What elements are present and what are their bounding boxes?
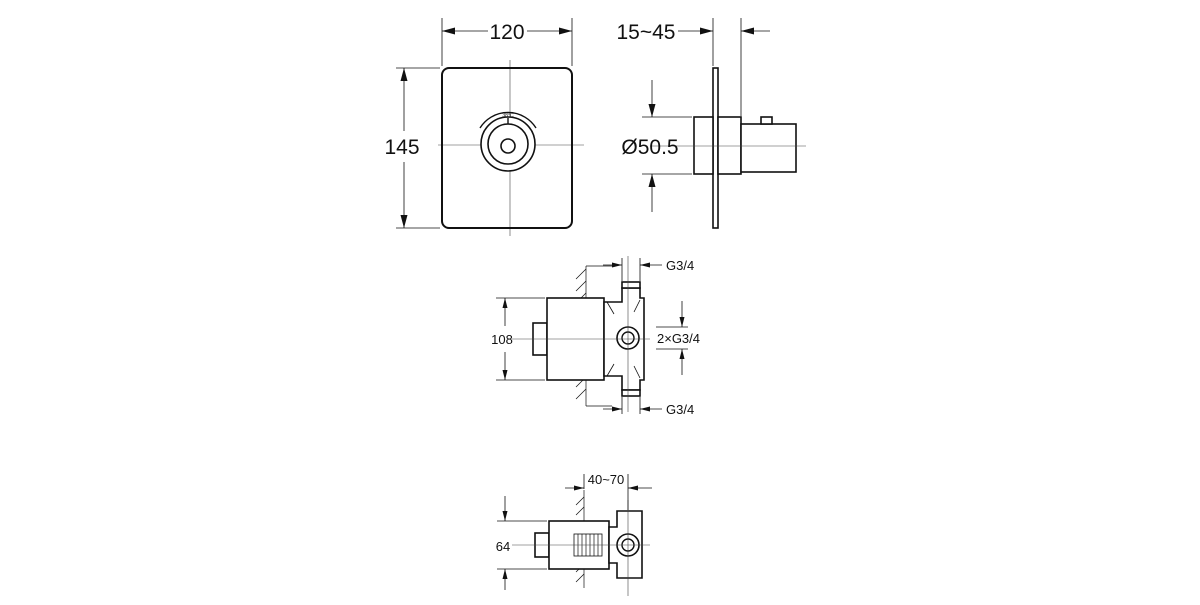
body-height-arrow-bottom	[502, 370, 508, 380]
height-arrow-bottom	[400, 215, 408, 228]
top-depth-arrow-right	[628, 485, 638, 491]
bottom-port-label: G3/4	[666, 402, 694, 417]
diameter-arrow-bottom	[648, 174, 656, 187]
side-knob-button	[760, 116, 773, 125]
side-port-arrow-top	[679, 317, 685, 327]
body-view: G3/4 2×G3/4 G3/4 108	[491, 256, 700, 417]
diameter-arrow-top	[648, 104, 656, 117]
top-height-arrow-bottom	[502, 569, 508, 579]
depth-dimension-label: 15~45	[617, 21, 676, 44]
depth-arrow-left	[700, 27, 713, 35]
top-port-arrow-left	[612, 262, 622, 268]
top-port-label: G3/4	[666, 258, 694, 273]
side-sleeve	[717, 116, 742, 175]
top-outlet	[621, 281, 641, 289]
top-depth-arrow-left	[574, 485, 584, 491]
width-arrow-left	[442, 27, 455, 35]
temperature-mark-label: 38°C	[502, 113, 514, 119]
top-view: 40~70 64	[496, 472, 652, 596]
fitting-detail-lines	[606, 299, 641, 379]
width-arrow-right	[559, 27, 572, 35]
top-height-label: 64	[496, 539, 510, 554]
cover-plate	[441, 67, 573, 229]
knob-center-hub	[500, 138, 516, 154]
top-depth-label: 40~70	[588, 472, 625, 487]
bottom-port-arrow-right	[640, 406, 650, 412]
side-knob	[740, 123, 797, 173]
width-dimension-label: 120	[489, 21, 524, 44]
depth-arrow-right	[741, 27, 754, 35]
front-view: 38°C 120 145	[384, 18, 584, 236]
top-port-arrow-right	[640, 262, 650, 268]
side-ports-label: 2×G3/4	[657, 331, 700, 346]
bottom-port-arrow-left	[612, 406, 622, 412]
top-height-arrow-top	[502, 511, 508, 521]
body-height-arrow-top	[502, 298, 508, 308]
body-height-label: 108	[491, 332, 513, 347]
knob-outer-ring	[480, 116, 536, 172]
diameter-dimension-label: Ø50.5	[621, 136, 678, 159]
height-arrow-top	[400, 68, 408, 81]
side-port-arrow-bottom	[679, 349, 685, 359]
bottom-outlet	[621, 389, 641, 397]
side-view: 15~45 Ø50.5	[617, 18, 806, 229]
temperature-scale-arc	[479, 111, 537, 129]
height-dimension-label: 145	[384, 136, 419, 159]
side-rear-body	[693, 116, 714, 175]
